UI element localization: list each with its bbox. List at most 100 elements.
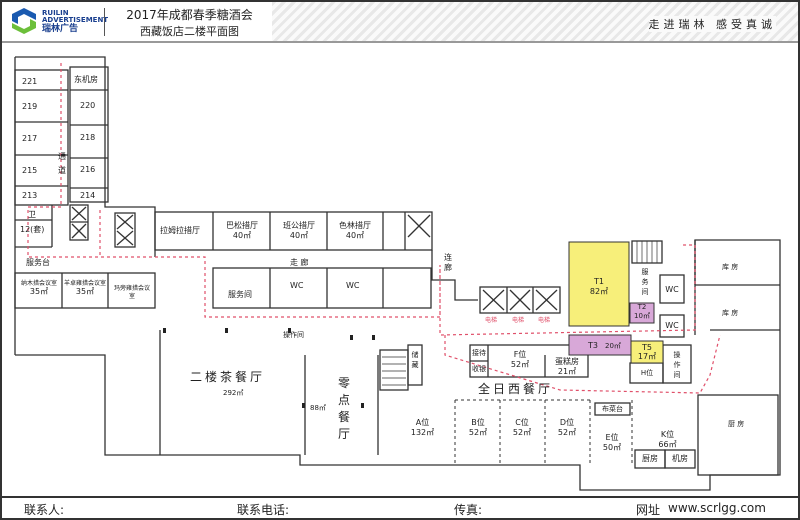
wc-1: WC [290,281,304,290]
snack-restaurant: 零点餐厅 [338,376,354,441]
toilet: 卫 [28,210,36,219]
page-subtitle: 西藏饭店二楼平面图 [140,25,239,38]
room-bangong-name: 班公措厅 [283,221,315,230]
room-218: 218 [80,133,96,142]
kitchen-2: 厨 房 [728,420,745,428]
machine-room: 机房 [672,454,688,463]
buffet-counter: 布菜台 [602,405,623,413]
room-yamdrok-area: 35㎡ [75,287,95,296]
operation-room: 操作间 [283,331,304,339]
service-room: 服务间 [228,290,252,299]
page-title: 2017年成都春季糖酒会 [126,8,253,22]
header-divider [104,8,105,36]
booth-a-name: A位 [415,418,430,427]
room-t2-name: T2 [637,303,647,311]
room-yamdrok-name: 羊卓雍措会议室 [64,280,107,287]
footer: 联系人: 联系电话: 传真: 网址 www.scrlgg.com [2,496,798,518]
header: RUILIN ADVERTISEMENT 瑞林广告 2017年成都春季糖酒会 西… [2,2,798,43]
ruilin-logo-icon [12,8,36,34]
elevator-label-1: 电梯 [485,317,498,324]
room-manasarovar: 玛旁雍措会议室 [113,285,150,300]
corridor-horizontal: 走 廊 [290,258,309,267]
room-221: 221 [22,77,38,86]
cake-room-area: 21㎡ [557,367,577,376]
snack-restaurant-area: 88㎡ [310,404,326,412]
booth-c-area: 52㎡ [512,428,532,437]
tea-restaurant: 二楼茶餐厅 [190,370,266,384]
cake-room-name: 蛋糕房 [555,357,579,366]
room-215: 215 [22,166,38,175]
booth-f-area: 52㎡ [510,360,530,369]
website-link[interactable]: www.scrlgg.com [668,501,766,515]
logo-text-2: ADVERTISEMENT [42,16,109,24]
logo-text-3: 瑞林广告 [42,24,79,34]
logo-text-1: RUILIN [42,9,69,17]
service-room-2: 服务间 [641,268,649,296]
booth-e-name: E位 [605,433,619,442]
room-basum-area: 40㎡ [232,231,252,240]
booth-d-name: D位 [559,418,575,427]
suite-12: 12(套) [20,225,45,234]
booth-k-area: 66㎡ [658,440,677,449]
room-selin-area: 40㎡ [345,231,365,240]
room-t5-name: T5 [642,343,652,352]
room-217: 217 [22,134,38,143]
booth-h: H位 [640,369,654,377]
room-bangong-area: 40㎡ [289,231,309,240]
room-namco-area: 35㎡ [29,287,49,296]
service-desk: 服务台 [26,258,50,267]
booth-c-name: C位 [515,418,529,427]
room-t2-area: 10㎡ [634,312,650,320]
east-machine-room: 东机房 [74,75,98,84]
slogan: 走进瑞林 感受真诚 [648,16,776,32]
contact-label: 联系人: [24,503,65,517]
room-lhamo: 拉姆拉措厅 [160,226,200,235]
room-namco-name: 纳木措会议室 [20,280,57,287]
room-219: 219 [22,102,38,111]
phone-label: 联系电话: [237,503,290,517]
booth-e-area: 50㎡ [602,443,622,452]
booth-f-name: F位 [513,350,527,359]
wc-4: WC [665,321,679,330]
room-basum-name: 巴松措厅 [226,221,258,230]
booth-a-area: 132㎡ [410,428,435,437]
storage: 储藏 [411,351,419,369]
booth-k-name: K位 [660,430,675,439]
western-restaurant: 全日西餐厅 [478,382,554,396]
room-220: 220 [80,101,96,110]
link-corridor: 连廊 [444,253,452,272]
wc-3: WC [665,285,679,294]
website-label: 网址 [636,503,661,517]
room-214: 214 [80,191,96,200]
kitchen: 厨房 [642,454,658,463]
room-213: 213 [22,191,38,200]
room-t1-name: T1 [594,277,604,286]
elevator-label-2: 电梯 [512,317,525,324]
wc-2: WC [346,281,360,290]
corridor-vertical: 通道 [58,152,66,175]
floor-plan-walls [14,56,781,491]
room-selin-name: 色林措厅 [339,221,371,230]
cashier: 收银 [472,365,486,373]
room-t3-area: 20㎡ [605,342,621,350]
room-t3: T3 [588,341,598,350]
fax-label: 传真: [454,503,483,517]
elevator-label-3: 电梯 [538,317,551,324]
room-t5-area: 17㎡ [637,352,657,361]
storeroom-2: 库 房 [722,309,739,317]
booth-b-name: B位 [471,418,485,427]
